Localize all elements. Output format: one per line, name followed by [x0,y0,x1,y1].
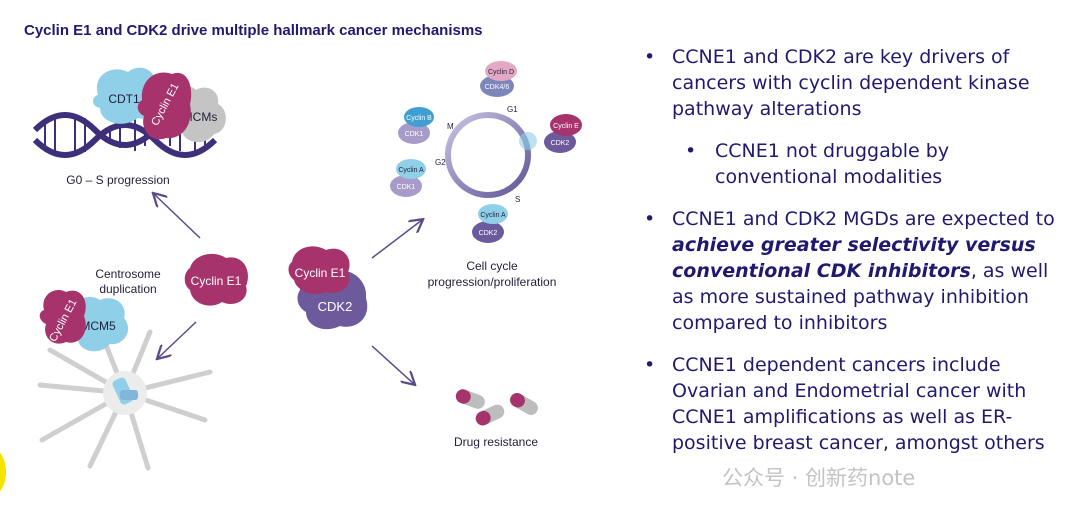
cdk1-a-label: CDK1 [397,184,416,191]
mechanism-diagram: CDT1 MCMs Cyclin E1 G0 – S progression C… [32,61,582,471]
centrosome-icon [37,327,213,471]
cdk2-central-label: CDK2 [318,299,353,314]
bullet-1: CCNE1 and CDK2 are key drivers of cancer… [640,44,1070,122]
bullet-2-post: , as well as more sustained pathway inhi… [672,260,1049,334]
cell-cycle-label-line1: Cell cycle [466,259,518,273]
cyclin-b-label: Cyclin B [406,115,432,122]
phase-g1: G1 [507,105,518,114]
cyclin-e1-protein-standalone: Cyclin E1 [184,253,248,306]
bullet-2-emphasis: achieve greater selectivity versus conve… [672,234,1036,282]
yellow-marker [0,448,6,496]
cell-cycle-label-line2: progression/proliferation [428,275,557,289]
bullet-1-sub: CCNE1 not druggable by conventional moda… [640,138,1070,190]
cyclin-e-label: Cyclin E [553,123,579,130]
centrosome-label-line1: Centrosome [95,267,161,281]
phase-s: S [515,195,520,204]
arrow-to-centrosome [158,321,197,358]
watermark: 公众号 · 创新药note [722,466,916,490]
cyclin-e1-cdk2-complex: CDK2 Cyclin E1 [288,246,368,330]
cyclin-e1-standalone-label: Cyclin E1 [191,274,242,288]
cdt1-label: CDT1 [108,92,140,106]
centrosome-label-line2: duplication [99,282,156,296]
g0s-progression-label: G0 – S progression [66,173,169,187]
bullet-2: CCNE1 and CDK2 MGDs are expected to achi… [640,206,1070,336]
arrow-to-cell-cycle [371,220,422,259]
cell-cycle-diagram: G1 S G2 M CDK4/6 Cyclin D CDK2 Cyclin E … [390,61,582,243]
mcms-label: MCMs [183,110,218,124]
cdk46-label: CDK4/6 [485,84,510,91]
bullet-2-pre: CCNE1 and CDK2 MGDs are expected to [672,208,1055,230]
arrow-to-drug-resistance [371,345,414,384]
slide-title: Cyclin E1 and CDK2 drive multiple hallma… [24,22,483,39]
mcm5-label: MCM5 [80,319,116,333]
pills-icon [455,389,538,426]
cyclin-e1-protein-centrosome: Cyclin E1 [39,290,86,344]
bullet-3: CCNE1 dependent cancers include Ovarian … [640,352,1070,456]
drug-resistance-label: Drug resistance [454,435,538,449]
phase-m: M [447,122,454,131]
cdk1-b-label: CDK1 [405,131,424,138]
cyclin-a-label-1: Cyclin A [480,212,506,219]
cyclin-e1-protein-dna: Cyclin E1 [137,72,192,140]
arrow-to-g0s [154,194,201,239]
bullet-list: CCNE1 and CDK2 are key drivers of cancer… [640,44,1070,456]
cdk2-e-label: CDK2 [551,140,570,147]
phase-g2: G2 [435,158,446,167]
cyclin-d-label: Cyclin D [488,69,514,76]
cdk2-a-label: CDK2 [479,230,498,237]
cyclin-a-label-2: Cyclin A [398,167,424,174]
cyclin-e1-central-label: Cyclin E1 [295,266,346,280]
